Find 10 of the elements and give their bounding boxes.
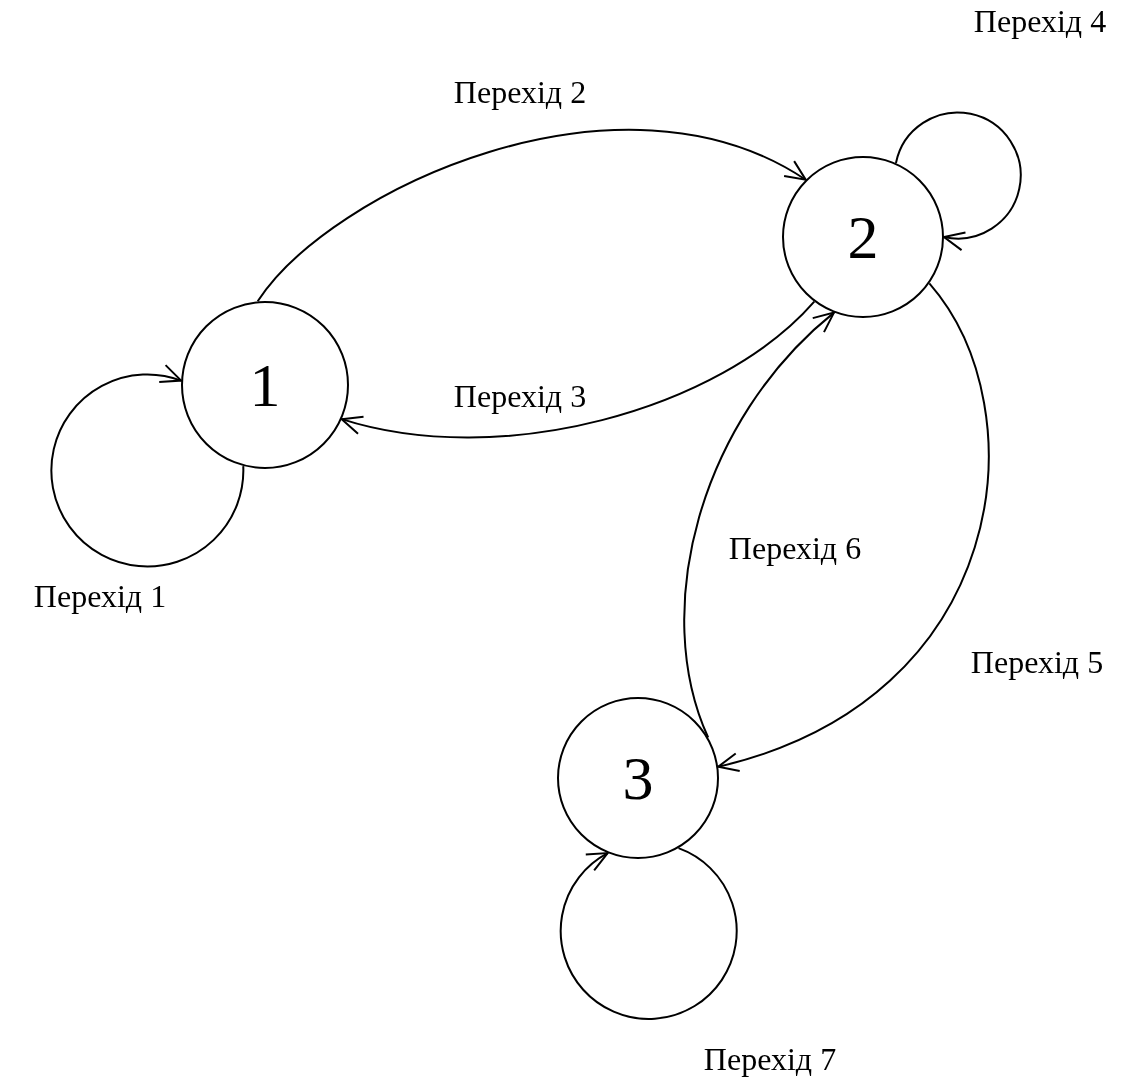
state-number: 2: [847, 206, 879, 268]
arrow: [340, 300, 816, 439]
arrow: [256, 129, 807, 303]
arrow: [559, 847, 738, 1020]
state-number: 1: [249, 354, 281, 416]
arrow: [683, 311, 835, 739]
state-number: 3: [622, 747, 654, 809]
arrow: [717, 282, 990, 771]
arrow: [50, 365, 245, 568]
arrow: [894, 111, 1022, 250]
